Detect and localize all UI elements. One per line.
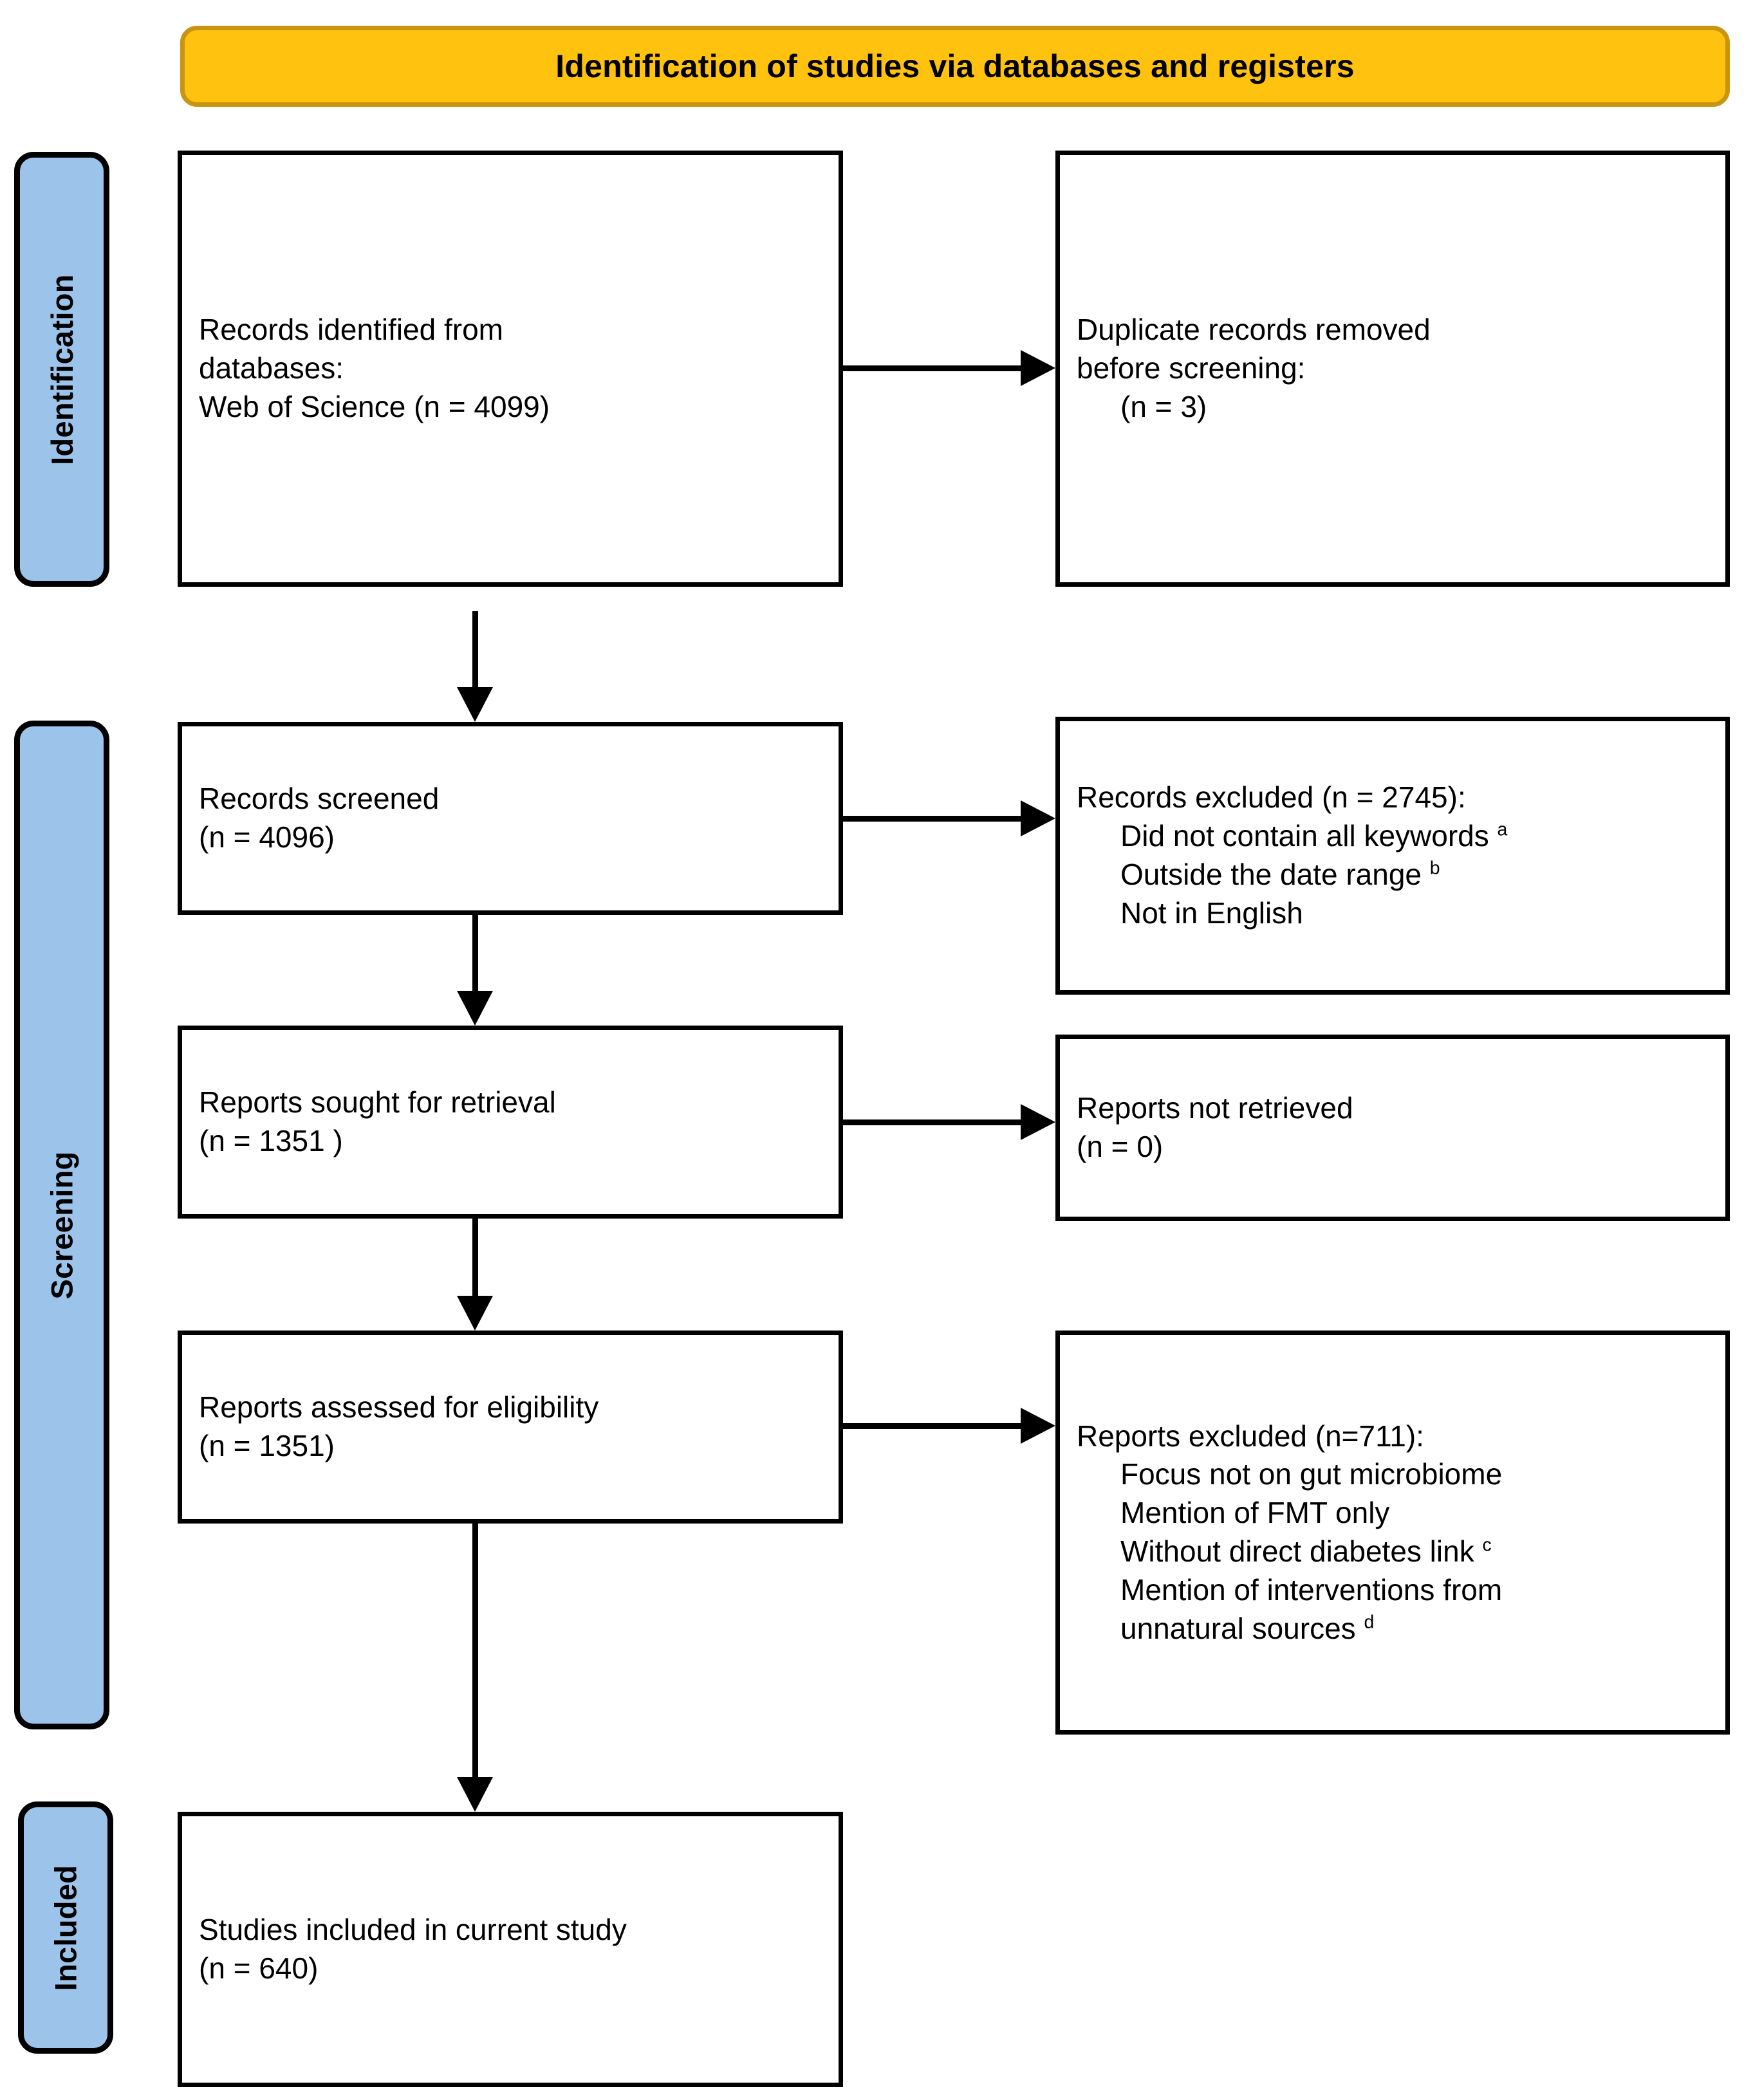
flow-box-duplicate-records-removed: Duplicate records removed before screenin… bbox=[1055, 151, 1730, 587]
flow-text-line: Focus not on gut microbiome bbox=[1120, 1457, 1503, 1491]
stage-tab-screening-label: Screening bbox=[44, 1151, 79, 1299]
stage-tab-screening: Screening bbox=[14, 721, 109, 1729]
stage-tab-included-label: Included bbox=[48, 1865, 83, 1991]
flow-box-studies-included: Studies included in current study (n = 64… bbox=[178, 1812, 843, 2087]
flow-text-line: Mention of FMT only bbox=[1120, 1496, 1390, 1530]
stage-tab-identification-label: Identification bbox=[44, 273, 79, 465]
flow-box-reports-excluded: Reports excluded (n=711): Focus not on gu… bbox=[1055, 1331, 1730, 1735]
flow-box-reports-assessed-for-eligibility: Reports assessed for eligibility (n = 135… bbox=[178, 1331, 843, 1524]
flow-box-records-screened-text: Records screened (n = 4096) bbox=[182, 780, 839, 857]
flow-box-records-identified: Records identified from databases: Web of … bbox=[178, 151, 843, 587]
flow-box-duplicate-records-removed-text: Duplicate records removed before screenin… bbox=[1060, 311, 1725, 426]
flow-box-reports-sought-for-retrieval-text: Reports sought for retrieval (n = 1351 ) bbox=[182, 1083, 839, 1161]
flow-text-line: (n = 640) bbox=[199, 1951, 319, 1985]
flow-text-line: Duplicate records removed bbox=[1077, 313, 1431, 347]
flow-text-line: unnatural sources d bbox=[1120, 1611, 1375, 1645]
flow-box-records-identified-text: Records identified from databases: Web of … bbox=[182, 311, 839, 426]
flow-text-line: Records excluded (n = 2745): bbox=[1077, 780, 1466, 815]
stage-tab-included: Included bbox=[18, 1801, 113, 2054]
flow-text-line: (n = 4096) bbox=[199, 820, 335, 854]
flow-box-reports-sought-for-retrieval: Reports sought for retrieval (n = 1351 ) bbox=[178, 1026, 843, 1219]
flow-text-line: Reports not retrieved bbox=[1077, 1091, 1353, 1125]
flow-text-line: Did not contain all keywords a bbox=[1120, 819, 1508, 853]
diagram-header-banner: Identification of studies via databases … bbox=[180, 26, 1730, 107]
flow-text-line: (n = 0) bbox=[1077, 1130, 1164, 1163]
flow-text-line: (n = 3) bbox=[1120, 389, 1207, 423]
flow-text-line: Web of Science (n = 4099) bbox=[199, 389, 550, 423]
flow-box-studies-included-text: Studies included in current study (n = 64… bbox=[182, 1911, 839, 1988]
flow-text-line: Studies included in current study bbox=[199, 1913, 627, 1947]
flow-text-line: before screening: bbox=[1077, 351, 1306, 385]
flow-text-line: Records identified from bbox=[199, 313, 503, 347]
footnote-marker: a bbox=[1497, 819, 1508, 840]
flow-box-reports-excluded-text: Reports excluded (n=711): Focus not on gu… bbox=[1060, 1417, 1725, 1648]
footnote-marker: d bbox=[1364, 1612, 1375, 1633]
flow-text-line: (n = 1351 ) bbox=[199, 1124, 343, 1157]
flow-text-line: databases: bbox=[199, 351, 344, 385]
flow-box-records-excluded: Records excluded (n = 2745): Did not cont… bbox=[1055, 717, 1730, 995]
flow-text-line: Records screened bbox=[199, 782, 440, 816]
stage-tab-identification: Identification bbox=[14, 152, 109, 587]
flow-box-reports-not-retrieved: Reports not retrieved (n = 0) bbox=[1055, 1035, 1730, 1221]
flow-text-line: (n = 1351) bbox=[199, 1429, 335, 1462]
flow-text-line: Without direct diabetes link c bbox=[1120, 1534, 1492, 1568]
flow-text-line: Reports excluded (n=711): bbox=[1077, 1419, 1424, 1453]
flow-box-records-screened: Records screened (n = 4096) bbox=[178, 722, 843, 915]
page-title: Identification of studies via databases … bbox=[555, 48, 1355, 84]
flow-text-line: Outside the date range b bbox=[1120, 858, 1440, 891]
flow-text-line: Not in English bbox=[1120, 896, 1303, 930]
flow-box-records-excluded-text: Records excluded (n = 2745): Did not cont… bbox=[1060, 778, 1725, 932]
flow-text-line: Reports assessed for eligibility bbox=[199, 1390, 599, 1424]
flow-text-line: Mention of interventions from bbox=[1120, 1572, 1503, 1607]
flow-text-line: Reports sought for retrieval bbox=[199, 1085, 556, 1119]
footnote-marker: b bbox=[1429, 858, 1440, 879]
footnote-marker: c bbox=[1482, 1534, 1492, 1556]
flow-box-reports-not-retrieved-text: Reports not retrieved (n = 0) bbox=[1060, 1089, 1725, 1166]
flow-box-reports-assessed-for-eligibility-text: Reports assessed for eligibility (n = 135… bbox=[182, 1388, 839, 1466]
